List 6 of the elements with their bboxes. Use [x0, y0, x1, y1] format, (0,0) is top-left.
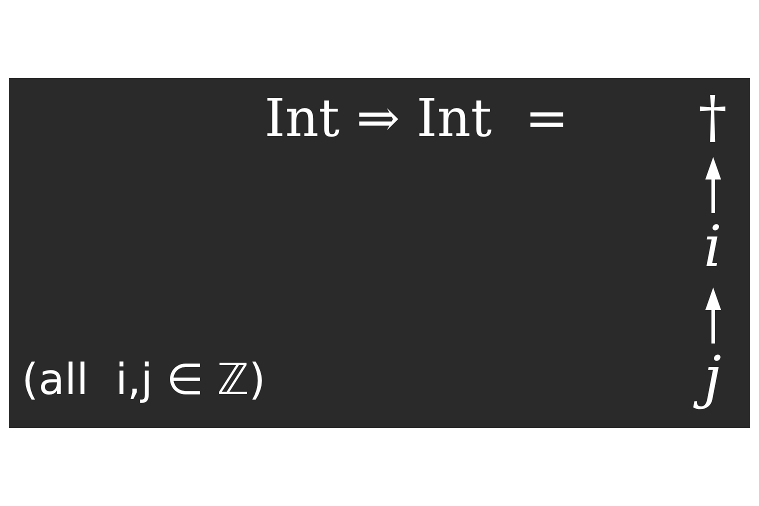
- arrow: [705, 287, 722, 344]
- label: Int ⇒ Int =: [264, 88, 569, 149]
- node-text: i: [704, 214, 722, 280]
- label: (all i,j ∈ ℤ): [22, 354, 266, 405]
- arrow: [705, 156, 722, 214]
- node-text: †: [698, 84, 727, 151]
